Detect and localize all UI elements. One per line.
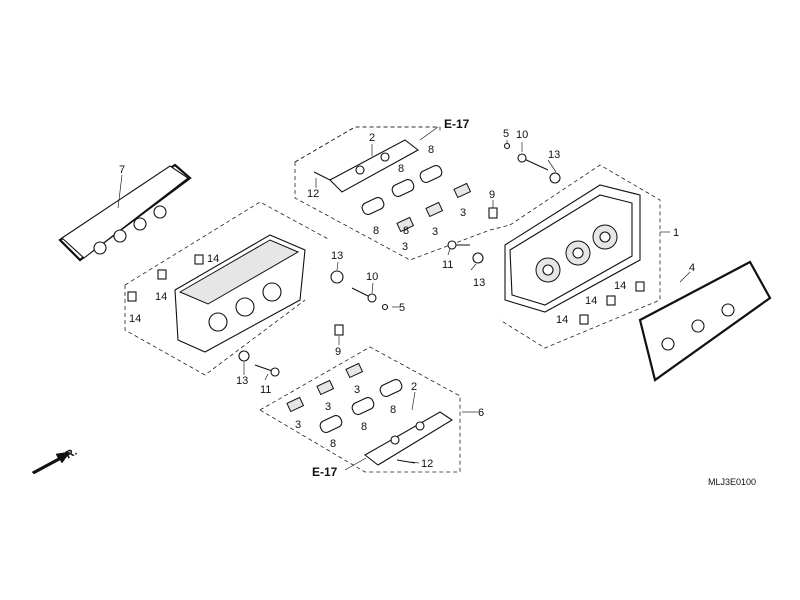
reference-e17-top: E-17 xyxy=(444,117,470,131)
breather-plate-top xyxy=(329,139,420,193)
bolt-12-bottom xyxy=(396,459,416,464)
callout-8-c: 8 xyxy=(428,144,434,156)
gasket-left xyxy=(58,163,192,262)
callout-13-mid: 13 xyxy=(331,250,343,262)
valve-9-bottom xyxy=(334,324,344,336)
callout-8-a: 8 xyxy=(373,225,379,237)
front-direction-label: FR. xyxy=(58,446,79,465)
callout-2-top: 2 xyxy=(369,132,375,144)
callout-11-left: 11 xyxy=(260,384,271,396)
callout-9-bottom: 9 xyxy=(335,346,341,358)
callout-8-d: 8 xyxy=(403,225,409,237)
callout-14-b: 14 xyxy=(155,291,167,303)
group-box-bottom-outline xyxy=(259,346,461,473)
callout-8-f: 8 xyxy=(361,421,367,433)
reference-e17-bottom: E-17 xyxy=(312,465,338,479)
callout-14-a: 14 xyxy=(207,253,219,265)
callout-12-bottom: 12 xyxy=(421,458,433,470)
callout-14-c: 14 xyxy=(129,313,141,325)
callout-3-e: 3 xyxy=(325,401,331,413)
head-cover-right xyxy=(504,184,641,313)
callout-14-f: 14 xyxy=(556,314,568,326)
bolt-11-left xyxy=(254,364,280,377)
callout-12-top: 12 xyxy=(307,188,319,200)
washer-13-left xyxy=(238,350,250,362)
callout-8-g: 8 xyxy=(390,404,396,416)
callout-1: 1 xyxy=(673,227,679,239)
callout-10-top: 10 xyxy=(516,129,528,141)
bolt-10-mid xyxy=(351,287,377,303)
group-box-right-outline xyxy=(499,164,661,349)
bolt-10-top xyxy=(517,153,549,171)
callout-4: 4 xyxy=(689,262,695,274)
callout-3-c: 3 xyxy=(460,207,466,219)
group-box-left-outline xyxy=(124,201,331,376)
clips-top xyxy=(396,182,472,233)
callout-2-bottom: 2 xyxy=(411,381,417,393)
dowels-14 xyxy=(127,254,645,325)
figure-code: MLJ3E0100 xyxy=(708,477,756,487)
seals-top xyxy=(361,165,443,215)
bolt-11-right xyxy=(447,240,470,250)
callout-3-b: 3 xyxy=(432,226,438,238)
group-box-top xyxy=(294,126,441,163)
callout-13-top: 13 xyxy=(548,149,560,161)
washer-13-right xyxy=(472,252,484,264)
callout-13-left: 13 xyxy=(236,375,248,387)
seal-5 xyxy=(381,142,511,311)
callout-13-right: 13 xyxy=(473,277,485,289)
callout-7: 7 xyxy=(119,164,125,176)
callout-14-e: 14 xyxy=(585,295,597,307)
callout-11-right: 11 xyxy=(442,259,453,271)
bolt-12-top xyxy=(313,171,331,181)
callout-5-top: 5 xyxy=(503,128,509,140)
gasket-right xyxy=(638,260,772,382)
clips-bottom xyxy=(286,362,364,413)
leader-lines xyxy=(117,126,691,471)
callout-3-f: 3 xyxy=(354,384,360,396)
callout-14-d: 14 xyxy=(614,280,626,292)
callout-10-mid: 10 xyxy=(366,271,378,283)
seals-bottom xyxy=(319,379,403,433)
callout-5-mid: 5 xyxy=(399,302,405,314)
washer-13-top xyxy=(549,172,561,184)
valve-9-top xyxy=(488,207,498,219)
front-direction-arrow-icon xyxy=(31,451,71,475)
callout-6: 6 xyxy=(478,407,484,419)
washer-13-mid xyxy=(330,270,344,284)
group-box-top-outline xyxy=(294,126,511,261)
breather-plate-bottom xyxy=(364,411,454,466)
head-cover-left xyxy=(174,234,306,353)
callout-8-e: 8 xyxy=(330,438,336,450)
callout-9-top: 9 xyxy=(489,189,495,201)
callout-3-d: 3 xyxy=(295,419,301,431)
callout-3-a: 3 xyxy=(402,241,408,253)
callout-8-b: 8 xyxy=(398,163,404,175)
